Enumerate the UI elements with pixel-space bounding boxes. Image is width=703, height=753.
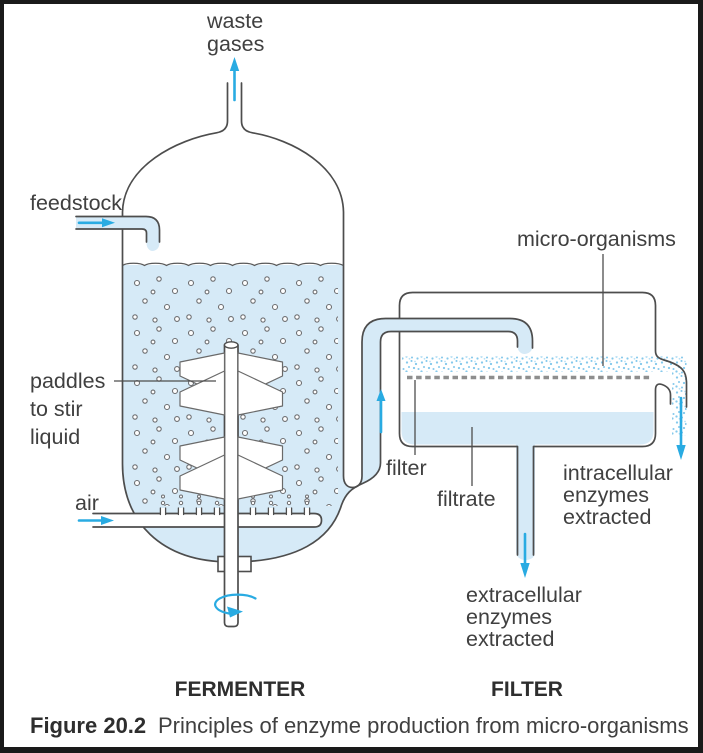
air-sparger-outline xyxy=(92,512,323,528)
paddles-label: paddles xyxy=(30,369,105,393)
micro-organisms-label: micro-organisms xyxy=(517,227,676,251)
feedstock-label: feedstock xyxy=(30,191,122,215)
filtrate-liquid xyxy=(401,412,654,560)
feedstock-pipe xyxy=(76,216,160,251)
filter-vessel-outline-right xyxy=(532,383,672,556)
flow-arrows xyxy=(77,57,686,578)
fermenter-vessel-outline-right xyxy=(240,82,534,489)
paddle-set-upper xyxy=(179,352,284,416)
figure-number: Figure 20.2 xyxy=(30,713,146,738)
feedstock-pipe-outline xyxy=(75,215,161,243)
impeller-shaft xyxy=(224,345,238,627)
transfer-pipe-up-arrow xyxy=(376,389,386,434)
overflow-sludge-stream xyxy=(672,372,687,436)
filter-label: filter xyxy=(386,456,427,480)
filter-section-label: FILTER xyxy=(491,678,563,701)
air-label: air xyxy=(75,491,99,515)
paddles-label: to stir xyxy=(30,397,83,421)
intracellular-label: enzymes xyxy=(563,483,649,507)
filtrate-label: filtrate xyxy=(437,487,496,511)
rotation-arrow-icon xyxy=(214,593,257,618)
diagram-labels: waste gases feedstock paddles to stir li… xyxy=(30,9,689,738)
intracellular-label: extracted xyxy=(563,505,651,529)
air-arrow xyxy=(77,516,114,525)
fermenter-section-label: FERMENTER xyxy=(175,678,306,701)
figure-caption: Principles of enzyme production from mic… xyxy=(158,713,689,738)
shaft-top xyxy=(223,341,239,349)
liquid-surface xyxy=(122,262,344,267)
feedstock-arrow xyxy=(77,218,115,228)
filtrate-drain-arrow xyxy=(520,532,530,578)
fermenter-vessel-outline-left xyxy=(121,82,519,563)
extracellular-label: extracellular xyxy=(466,583,582,607)
waste-gases-label: gases xyxy=(207,32,264,56)
paddles-label: liquid xyxy=(30,425,80,449)
waste-gases-label: waste xyxy=(206,9,263,33)
intracellular-label: intracellular xyxy=(563,461,673,485)
filter-vessel-outline xyxy=(398,291,688,556)
waste-gases-arrow xyxy=(229,57,240,102)
extracellular-label: extracted xyxy=(466,627,554,651)
overflow-down-arrow xyxy=(676,396,686,460)
extracellular-label: enzymes xyxy=(466,605,552,629)
paddle-set-lower xyxy=(179,436,284,500)
impeller-shaft-outline xyxy=(223,344,239,628)
fermenter-unit xyxy=(75,82,534,628)
air-sparger-body xyxy=(93,513,322,527)
micro-organism-layer xyxy=(402,356,687,372)
